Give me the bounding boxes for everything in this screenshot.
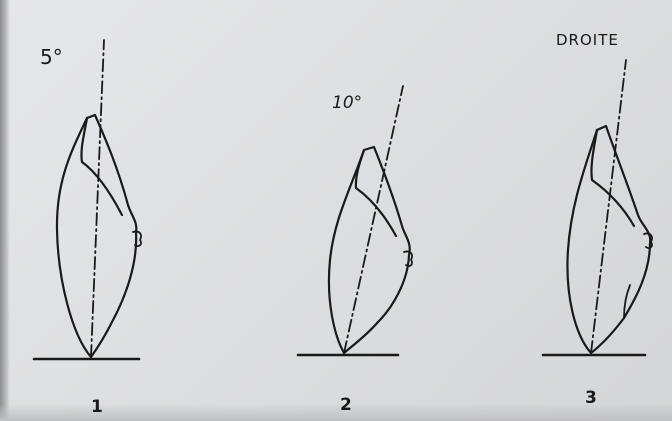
figure-2-crown-line (354, 148, 398, 238)
figure-2: 10° 2 (296, 85, 413, 415)
figure-1-crown-line (80, 116, 124, 217)
paper-bottom-edge (0, 403, 672, 421)
figure-2-number: 2 (340, 395, 352, 415)
figure-2-tooth-outline (327, 145, 411, 355)
figure-2-axis-line (343, 85, 404, 354)
figure-1-axis-line (90, 39, 105, 358)
figure-3-tooth-outline (566, 124, 652, 355)
figure-3-crown-line (590, 128, 636, 228)
figure-1-cusp-mark (132, 230, 142, 247)
figure-3-number: 3 (585, 388, 597, 408)
figure-1-number: 1 (91, 397, 103, 417)
figure-3-cusp-mark (643, 232, 653, 249)
figure-1-tooth-outline (55, 113, 138, 359)
figure-3-axis-line (590, 59, 627, 354)
figure-3-inner-line (623, 284, 631, 319)
figure-1: 5° 1 (32, 39, 142, 417)
figure-3: DROITE 3 (541, 31, 653, 408)
paper-left-edge (0, 0, 10, 421)
figure-1-angle-label: 5° (40, 45, 63, 69)
figure-3-angle-label: DROITE (556, 31, 619, 49)
figure-2-cusp-mark (403, 250, 413, 267)
figure-2-angle-label: 10° (332, 93, 362, 113)
